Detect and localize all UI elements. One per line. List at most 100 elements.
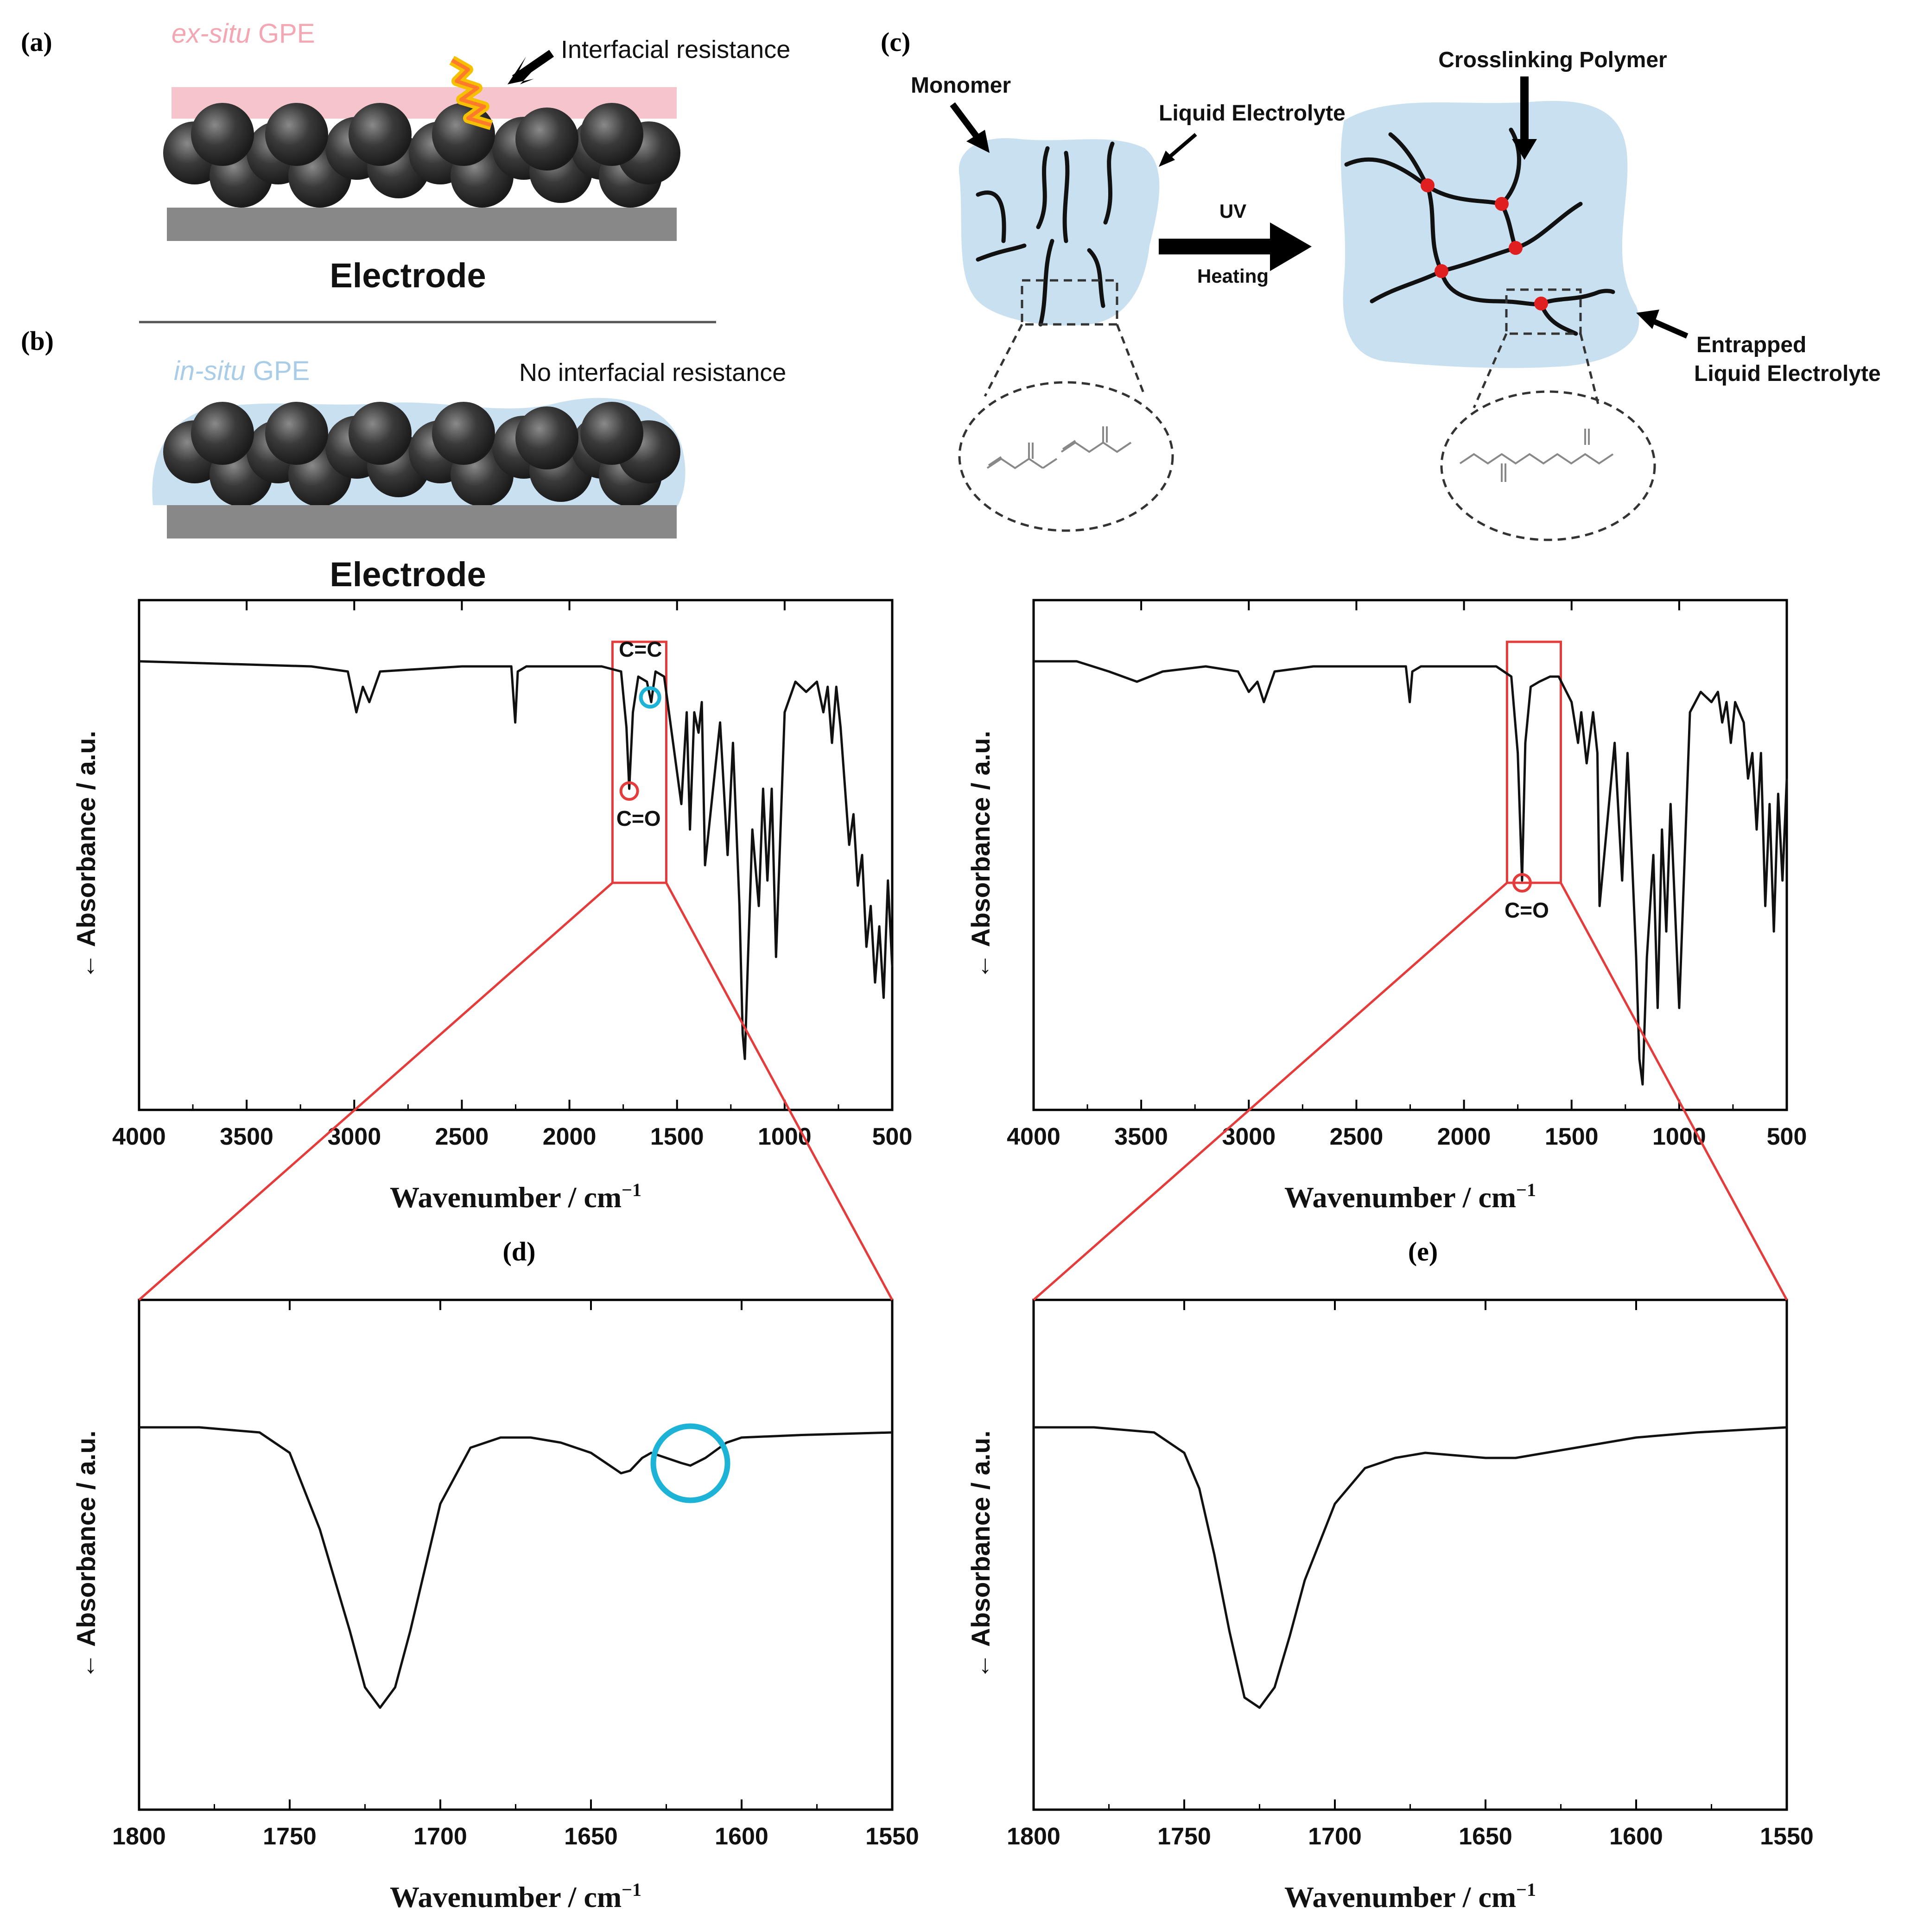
y-axis-label: ← Absorbance / a.u.: [71, 1431, 101, 1679]
entrapped-label: Entrapped: [1696, 333, 1806, 357]
x-axis-label: Wavenumber / cm−1: [390, 1179, 641, 1214]
x-axis-label: Wavenumber / cm−1: [1284, 1179, 1536, 1214]
x-tick-label: 2500: [435, 1123, 489, 1150]
entrapped-arrow-icon: [1649, 317, 1689, 339]
particle: [265, 103, 328, 166]
electrode-substrate-a: [167, 208, 677, 241]
x-tick-label: 1800: [112, 1823, 166, 1850]
x-tick-label: 1000: [758, 1123, 812, 1150]
particle: [432, 103, 495, 166]
electrode-label-b: Electrode: [330, 555, 486, 594]
monomer-chains: [976, 141, 1115, 327]
x-tick-label: 2000: [543, 1123, 597, 1150]
monomer-structure-ellipse: [958, 381, 1174, 532]
chart-e-top: 4000 3500 3000 2500 2000 1500 1000 500 ← Absorba…: [966, 599, 1807, 1214]
particle: [349, 402, 412, 465]
crosslinking-polymer-label: Crosslinking Polymer: [1438, 48, 1667, 72]
plot-frame: [138, 1299, 894, 1811]
y-axis-label: ← Absorbance / a.u.: [71, 731, 101, 979]
succinate-structure-icon: [1459, 429, 1614, 482]
x-tick-label: 3000: [327, 1123, 381, 1150]
electrode-substrate-b: [167, 505, 677, 538]
y-axis-label: ← Absorbance / a.u.: [966, 1431, 995, 1679]
uv-label: UV: [1219, 200, 1246, 222]
x-tick-label: 500: [872, 1123, 913, 1150]
x-tick-label: 2000: [1437, 1123, 1491, 1150]
liquid-electrolyte-blob: [959, 138, 1160, 326]
heating-label: Heating: [1197, 265, 1269, 287]
panel-e-label: (e): [1408, 1236, 1438, 1267]
x-axis-label: Wavenumber / cm−1: [1284, 1879, 1536, 1913]
co-marker-circle: [619, 781, 639, 801]
monomer-zoom-box: [1021, 279, 1118, 326]
particle-layer-b: [163, 402, 680, 507]
cc-marker-circle: [639, 686, 661, 709]
particle: [191, 402, 254, 465]
x-tick-label: 500: [1767, 1123, 1807, 1150]
x-tick-label: 1700: [1308, 1823, 1362, 1850]
polymer-structure-ellipse: [1440, 390, 1656, 541]
x-tick-label: 1000: [1652, 1123, 1706, 1150]
cc-zoom-marker-circle: [650, 1423, 730, 1503]
zoom-line-right: [665, 882, 894, 1301]
particle: [265, 402, 328, 465]
zoom-line-right: [1560, 882, 1788, 1301]
electrode-label-a: Electrode: [330, 256, 486, 295]
panel-a-label: (a): [21, 27, 52, 57]
x-tick-label: 4000: [112, 1123, 166, 1150]
monomer-label: Monomer: [911, 73, 1011, 98]
x-tick-label: 1600: [715, 1823, 768, 1850]
spectrum-line: [139, 660, 894, 1060]
particle: [580, 402, 643, 465]
process-arrow-icon: [1159, 239, 1275, 254]
panel-c-label: (c): [881, 27, 910, 57]
y-axis-label: ← Absorbance / a.u.: [966, 731, 995, 979]
x-axis-label: Wavenumber / cm−1: [390, 1879, 641, 1913]
co-label: C=O: [1505, 898, 1549, 922]
panel-d-label: (d): [503, 1236, 536, 1267]
particle: [580, 103, 643, 166]
monomer-arrow-icon: [950, 102, 983, 144]
x-tick-label: 1750: [263, 1823, 317, 1850]
particle: [349, 103, 412, 166]
x-tick-label: 1800: [1007, 1823, 1060, 1850]
highlight-box: [611, 640, 668, 884]
panel-b-label: (b): [21, 326, 54, 356]
zoom-line-left: [138, 882, 614, 1301]
no-interfacial-resistance-label: No interfacial resistance: [519, 359, 786, 386]
x-tick-label: 4000: [1007, 1123, 1060, 1150]
particle: [515, 108, 578, 171]
x-tick-label: 1600: [1609, 1823, 1663, 1850]
particle-layer-a: [163, 103, 680, 208]
x-tick-label: 1650: [1459, 1823, 1512, 1850]
x-tick-label: 2500: [1330, 1123, 1384, 1150]
zoom-line-left: [1033, 882, 1508, 1301]
x-tick-label: 3000: [1222, 1123, 1276, 1150]
interfacial-resistance-label: Interfacial resistance: [561, 36, 790, 63]
plot-frame: [1032, 1299, 1788, 1811]
liquid-electrolyte-label: Liquid Electrolyte: [1159, 101, 1346, 126]
charts: 4000 3500 3000 2500 2000 1500 1000 500 ← Absorba…: [71, 599, 1814, 1913]
insitu-gpe-label: in-situ GPE: [174, 356, 310, 386]
acrylate-structure-icon: [986, 426, 1132, 469]
particle: [191, 103, 254, 166]
spectrum-line: [1034, 660, 1788, 1086]
crosslink-nodes: [1421, 178, 1548, 310]
co-marker-circle: [1512, 873, 1532, 893]
zoom-connector-lines: [138, 882, 1788, 1301]
x-tick-label: 1500: [650, 1123, 704, 1150]
x-tick-label: 1500: [1545, 1123, 1599, 1150]
exsitu-gpe-label: ex-situ GPE: [171, 19, 315, 49]
x-tick-label: 1550: [865, 1823, 919, 1850]
crosslinking-arrow-icon: [1520, 76, 1529, 146]
particle: [432, 402, 495, 465]
x-tick-label: 1700: [413, 1823, 467, 1850]
panel-b: (b) in-situ GPE No interfacial resistanc…: [21, 326, 786, 594]
particle: [515, 406, 578, 469]
x-tick-label: 3500: [1114, 1123, 1168, 1150]
entrapped-liquid-label: Liquid Electrolyte: [1694, 361, 1881, 386]
